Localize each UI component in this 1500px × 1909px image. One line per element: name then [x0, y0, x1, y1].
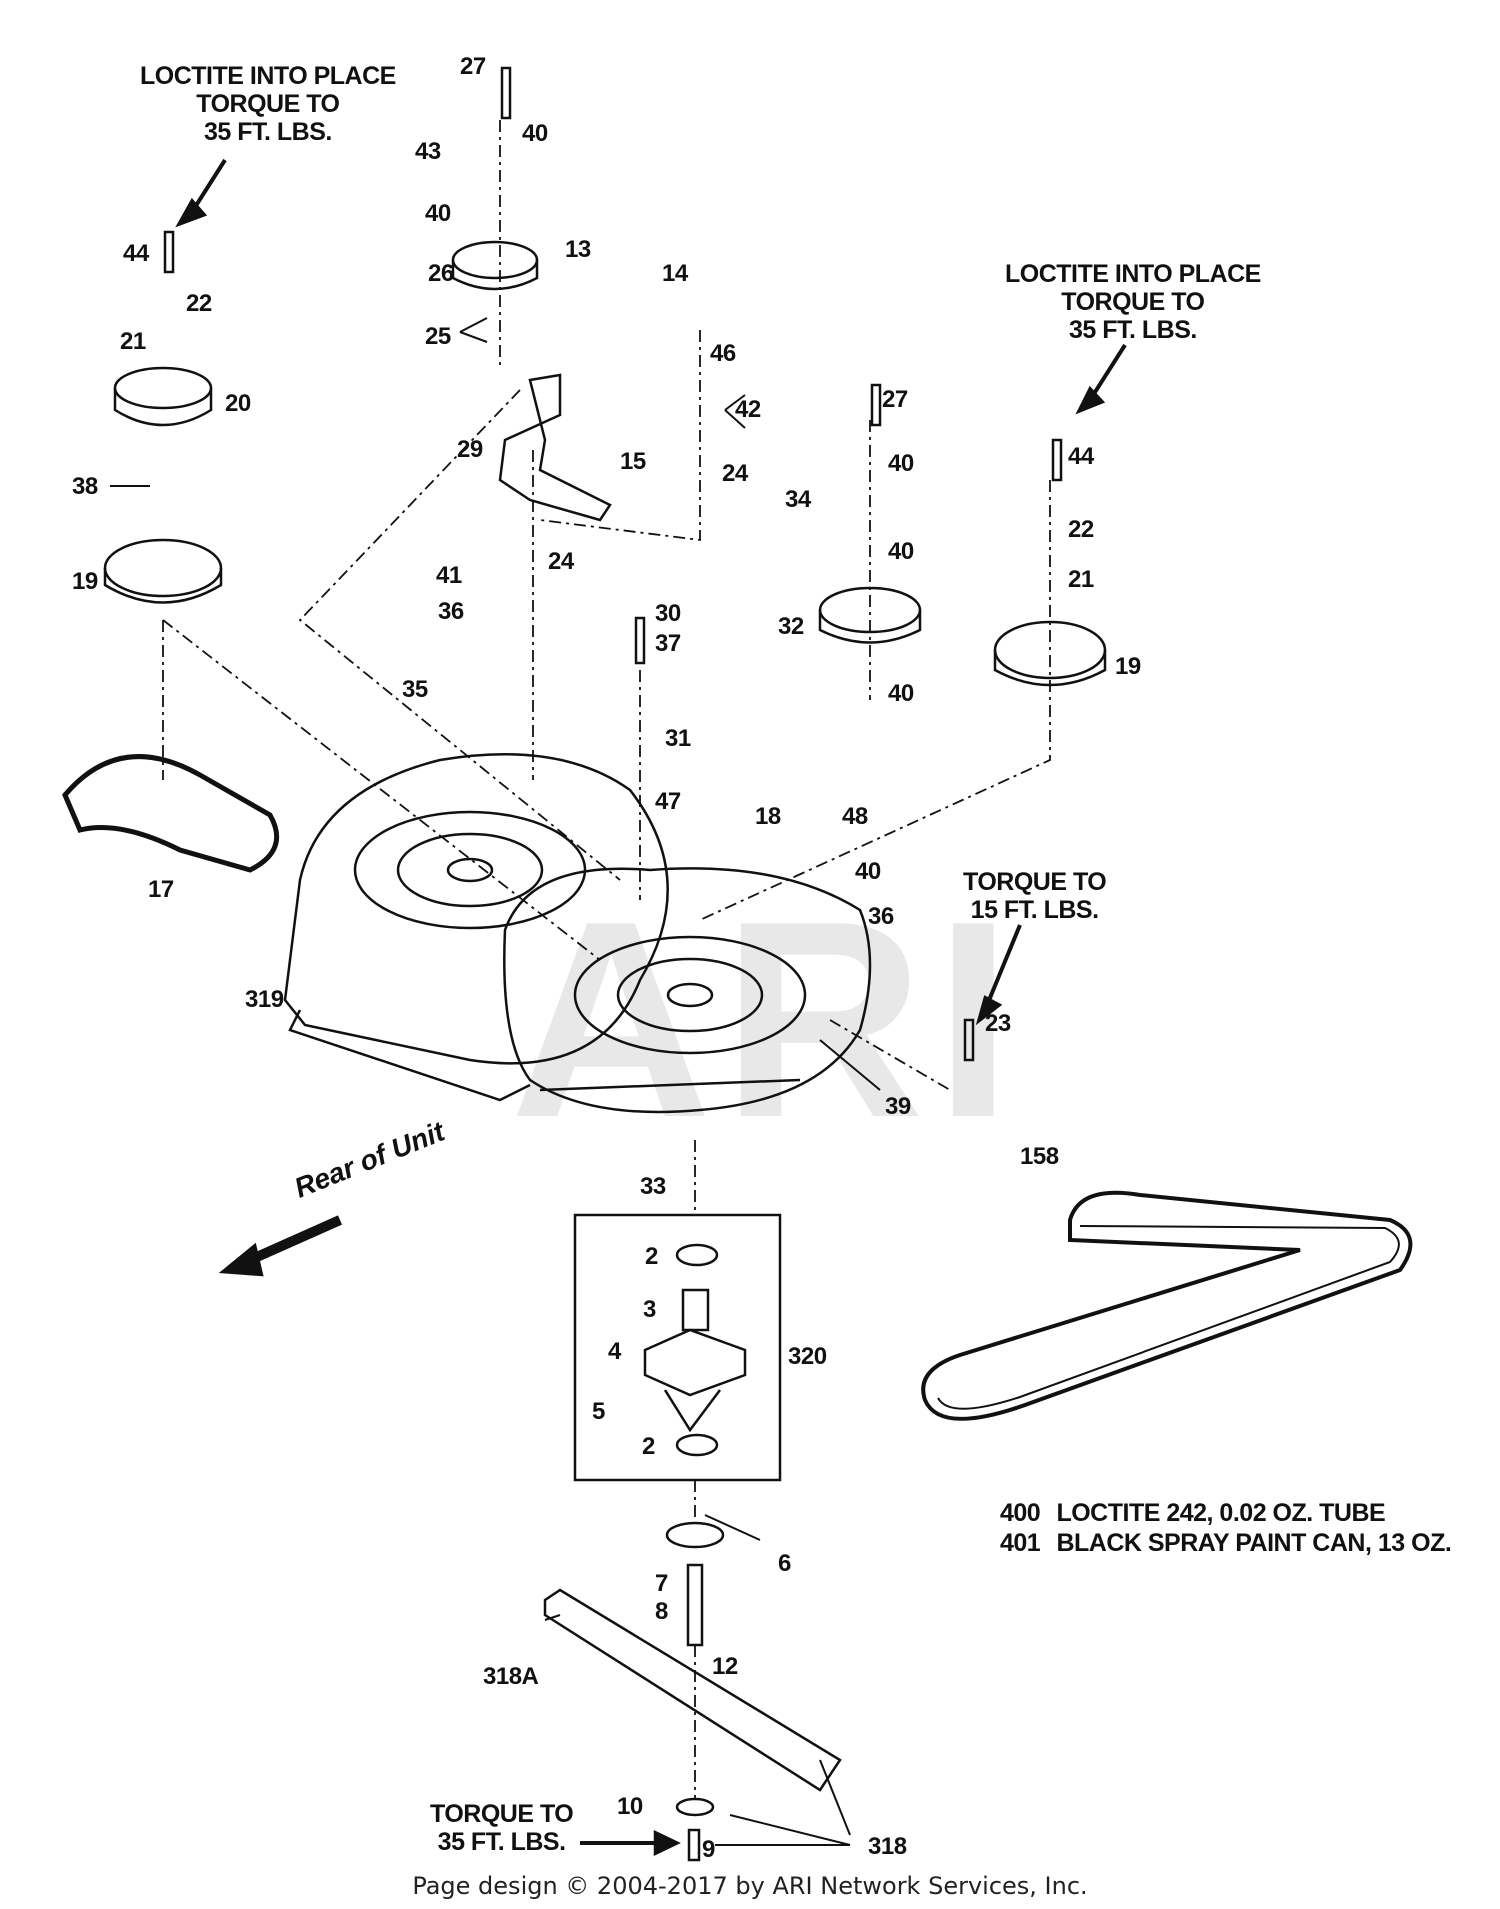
ari-watermark: ARI	[510, 864, 1023, 1176]
callout-2: 2	[645, 1243, 658, 1270]
v-belt	[921, 1190, 1413, 1421]
copyright-footer: Page design © 2004-2017 by ARI Network S…	[412, 1872, 1088, 1900]
callout-158: 158	[1020, 1143, 1059, 1170]
callout-20: 20	[225, 390, 251, 417]
callout-318a: 318A	[483, 1663, 539, 1690]
spindle-housing	[643, 1328, 747, 1397]
callout-35: 35	[402, 676, 428, 703]
arrow-mid-right	[983, 924, 1022, 1011]
callout-40: 40	[888, 538, 914, 565]
note-torque-bottom: TORQUE TO 35 FT. LBS.	[430, 1800, 574, 1856]
callout-15: 15	[620, 448, 646, 475]
callout-318: 318	[868, 1833, 907, 1860]
callout-34: 34	[785, 486, 811, 513]
callout-40: 40	[888, 450, 914, 477]
callout-40: 40	[888, 680, 914, 707]
idler-bracket	[498, 373, 612, 522]
callout-2: 2	[642, 1433, 655, 1460]
note-loctite-top-left: LOCTITE INTO PLACE TORQUE TO 35 FT. LBS.	[140, 62, 396, 146]
callout-44: 44	[1068, 443, 1094, 470]
callout-7: 7	[655, 1570, 668, 1597]
pulley-26	[451, 240, 539, 280]
mower-deck-housing-right	[503, 867, 872, 1114]
callout-33: 33	[640, 1173, 666, 1200]
legend-item: 400 LOCTITE 242, 0.02 OZ. TUBE	[1000, 1499, 1386, 1527]
spindle-assembly-box	[573, 1213, 782, 1482]
callout-40: 40	[425, 200, 451, 227]
callout-44: 44	[123, 240, 149, 267]
arrow-top-right	[1088, 343, 1127, 402]
callout-12: 12	[712, 1653, 738, 1680]
callout-38: 38	[72, 473, 98, 500]
callout-31: 31	[665, 725, 691, 752]
callout-3: 3	[643, 1296, 656, 1323]
callout-17: 17	[148, 876, 174, 903]
callout-40: 40	[855, 858, 881, 885]
callout-19: 19	[1115, 653, 1141, 680]
callout-41: 41	[436, 562, 462, 589]
deck-spindle-plate-left	[353, 810, 587, 930]
note-loctite-top-right: LOCTITE INTO PLACE TORQUE TO 35 FT. LBS.	[1005, 260, 1261, 344]
callout-21: 21	[120, 328, 146, 355]
callout-46: 46	[710, 340, 736, 367]
callout-27: 27	[882, 386, 908, 413]
callout-8: 8	[655, 1598, 668, 1625]
callout-26: 26	[428, 260, 454, 287]
callout-48: 48	[842, 803, 868, 830]
callout-21: 21	[1068, 566, 1094, 593]
callout-9: 9	[702, 1836, 715, 1863]
legend-item: 401 BLACK SPRAY PAINT CAN, 13 OZ.	[1000, 1529, 1452, 1557]
arrow-rear	[247, 1215, 343, 1265]
callout-4: 4	[608, 1338, 621, 1365]
callout-47: 47	[655, 788, 681, 815]
timing-belt	[62, 754, 280, 873]
callout-37: 37	[655, 630, 681, 657]
callout-13: 13	[565, 236, 591, 263]
callout-39: 39	[885, 1093, 911, 1120]
callout-36: 36	[868, 903, 894, 930]
callout-43: 43	[415, 138, 441, 165]
mower-deck-housing	[283, 753, 669, 1065]
note-torque-mid-right: TORQUE TO 15 FT. LBS.	[963, 868, 1107, 924]
mower-blade	[543, 1588, 842, 1792]
callout-18: 18	[755, 803, 781, 830]
callout-42: 42	[735, 396, 761, 423]
callout-22: 22	[1068, 516, 1094, 543]
callout-320: 320	[788, 1343, 827, 1370]
callout-40: 40	[522, 120, 548, 147]
callout-24: 24	[548, 548, 574, 575]
callout-25: 25	[425, 323, 451, 350]
pulley-20	[113, 366, 213, 410]
callout-10: 10	[617, 1793, 643, 1820]
gear-19-left	[103, 538, 223, 598]
deck-spindle-plate-right	[573, 935, 807, 1055]
legend: 400 LOCTITE 242, 0.02 OZ. TUBE 401 BLACK…	[1000, 1498, 1452, 1558]
callout-36: 36	[438, 598, 464, 625]
callout-32: 32	[778, 613, 804, 640]
callout-29: 29	[457, 436, 483, 463]
callout-6: 6	[778, 1550, 791, 1577]
callout-24: 24	[722, 460, 748, 487]
callout-27: 27	[460, 53, 486, 80]
callout-30: 30	[655, 600, 681, 627]
callout-19: 19	[72, 568, 98, 595]
callout-14: 14	[662, 260, 688, 287]
callout-23: 23	[985, 1010, 1011, 1037]
callout-22: 22	[186, 290, 212, 317]
callout-5: 5	[592, 1398, 605, 1425]
callout-319: 319	[245, 986, 284, 1013]
